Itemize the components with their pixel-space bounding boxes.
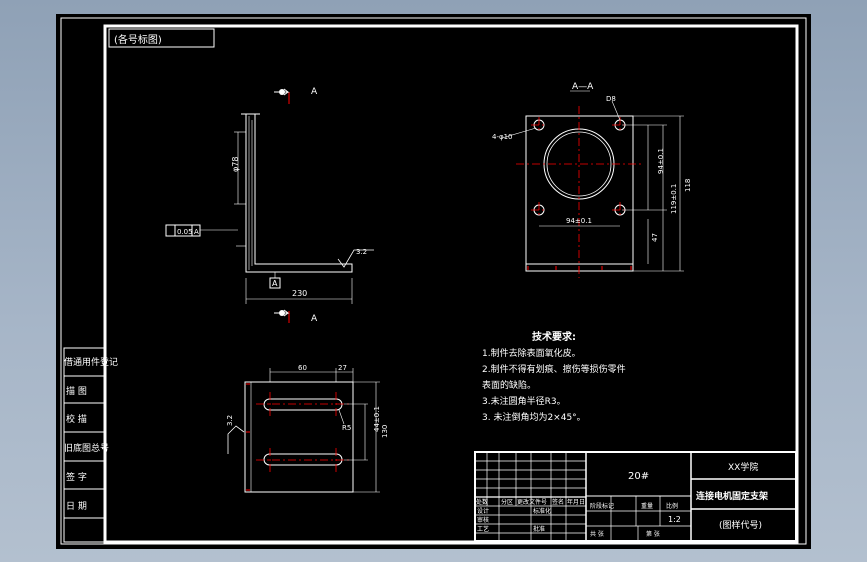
dim-top-h1: 44±0.1 [373,406,381,432]
view-marker-top: A [311,87,318,97]
tb-label-1: 处数 [476,498,488,506]
part-number: 20# [628,471,649,482]
front-view [525,115,634,272]
top-centerlines [256,392,350,472]
school-name: XX学院 [728,461,758,473]
dim-front-v1: 119±0.1 [670,184,678,214]
tb-label-10: 比例 [666,502,678,510]
tb-label-11: 审核 [477,516,489,524]
dim-front-holes: 4-φ10 [492,133,513,141]
dim-top-h2: 130 [381,425,389,438]
drawing-code: (图样代号) [719,519,762,531]
side-dims [234,131,353,304]
dim-front-d: D8 [606,95,616,103]
front-hatch-marks [527,266,632,270]
section-dot-top [279,89,285,95]
title-block-grid [475,452,586,541]
front-dims [501,100,684,272]
left-table-row-4: 旧底图总号 [64,442,109,454]
datum-label: A [272,279,278,288]
dim-front-hw: 94±0.1 [566,217,592,225]
tech-title: 技术要求: [532,330,576,343]
tech-line-2: 2.制件不得有划痕、擦伤等损伤零件 [482,363,626,375]
top-view [244,381,354,493]
roughness-symbol-1 [337,249,374,268]
dim-top-w2: 27 [338,364,347,372]
tb-label-4: 签名 [552,498,564,506]
tb-label-5: 年月日 [567,498,585,506]
left-table-row-3: 校 描 [66,413,87,425]
dim-side-height: φ78 [231,157,240,172]
tech-line-4: 3.未注圆角半径R3。 [482,395,566,407]
side-view [241,92,353,323]
section-dot-bottom [279,310,285,316]
tech-line-1: 1.制件去除表面氧化皮。 [482,347,581,359]
flatness-frame [165,224,238,237]
view-marker-bottom: A [311,314,318,324]
tb-label-13: 批准 [533,525,545,533]
roughness-value-1: 3.2 [356,248,367,256]
roughness-symbol-2 [227,425,245,454]
tb-label-7: 标准化 [533,507,551,515]
roughness-value-2: 3.2 [226,415,234,426]
preview-label-box [108,28,215,48]
left-table-row-5: 签 字 [66,471,87,483]
left-table-row-2: 描 图 [66,385,87,397]
tech-line-3: 表面的缺陷。 [482,379,536,391]
tech-line-5: 3. 未注倒角均为2×45°。 [482,411,586,423]
dim-top-w1: 60 [298,364,307,372]
part-name: 连接电机固定支架 [696,490,768,502]
dim-side-width: 230 [292,289,307,298]
front-centerlines [516,106,643,278]
left-table-row-6: 日 期 [66,501,87,512]
drawing-sheet: (各号标图) 借通用件登记 描 图 校 描 旧底图总号 签 字 日 期 A A [60,17,807,545]
top-edge-marks [246,383,250,491]
flatness-value: 0.05 [177,228,193,236]
tb-label-2: 分区 [501,498,513,506]
left-table-row-1: 借通用件登记 [64,356,118,368]
section-arrow-bottom [274,309,290,317]
tb-label-9: 重量 [641,502,653,510]
section-label: A—A [572,82,594,92]
left-side-table [63,347,105,543]
flatness-datum: A [194,228,199,236]
dim-front-total: 118 [684,179,692,192]
section-arrow-top [274,88,290,96]
tb-label-14: 共 张 [590,530,604,538]
preview-label: (各号标图) [114,33,162,46]
outer-frame [60,17,807,545]
tb-label-15: 第 张 [646,530,660,538]
dim-top-r: R5 [342,424,351,432]
scale-value: 1:2 [668,515,681,524]
cad-viewport[interactable]: (各号标图) 借通用件登记 描 图 校 描 旧底图总号 签 字 日 期 A A [56,14,811,549]
inner-frame [103,24,799,544]
tb-label-12: 工艺 [477,525,489,533]
tb-label-8: 阶段标记 [590,502,614,510]
tb-label-3: 更改文件号 [517,498,547,506]
top-dims [269,368,380,493]
dim-front-v2: 47 [651,233,659,242]
dim-front-vh: 94±0.1 [657,148,665,174]
tb-label-6: 设计 [477,507,489,515]
